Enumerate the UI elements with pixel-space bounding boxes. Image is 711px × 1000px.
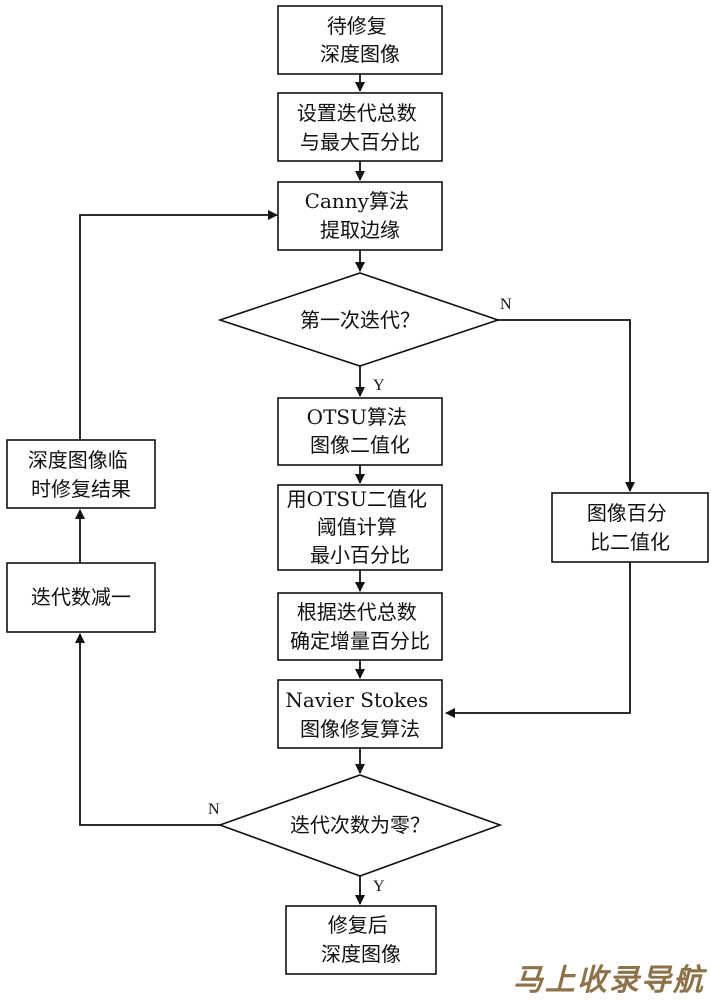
node-canny-text: Canny算法 提取边缘 bbox=[305, 189, 416, 242]
node-percent-binarize-text: 图像百分 比二值化 bbox=[587, 501, 673, 554]
node-decrement-text: 迭代数减一 bbox=[31, 585, 131, 609]
node-setup-line-1: 设置迭代总数 bbox=[297, 101, 417, 125]
node-end-line-1: 修复后 bbox=[328, 913, 388, 937]
node-start-box bbox=[277, 5, 443, 75]
edge-label-first-yes: Y bbox=[373, 377, 385, 394]
node-first-iter-text: 第一次迭代？ bbox=[300, 308, 420, 332]
node-percent-binarize-line-2: 比二值化 bbox=[590, 530, 670, 554]
node-first-iter-line-1: 第一次迭代？ bbox=[300, 308, 420, 332]
node-canny-box bbox=[277, 181, 443, 251]
node-canny: Canny算法 提取边缘 bbox=[277, 181, 443, 251]
edge-first-iter-no-to-percent bbox=[498, 319, 635, 492]
node-iter-zero-line-1: 迭代次数为零？ bbox=[290, 813, 430, 837]
node-canny-line-2: 提取边缘 bbox=[320, 218, 400, 242]
node-increment-line-2: 确定增量百分比 bbox=[290, 629, 430, 653]
node-otsu-box bbox=[277, 397, 443, 466]
edge-labels: N Y N Y bbox=[208, 296, 512, 895]
node-navier-box bbox=[277, 679, 443, 749]
node-otsu-threshold-line-1: 用OTSU二值化 bbox=[287, 487, 427, 511]
nodes: 待修复 深度图像 设置迭代总数 与最大百分比 Canny算法 提取边缘 第一次迭… bbox=[6, 5, 709, 975]
node-temp-result-text: 深度图像临 时修复结果 bbox=[28, 448, 134, 501]
node-otsu-text: OTSU算法 图像二值化 bbox=[307, 405, 414, 457]
node-decrement: 迭代数减一 bbox=[6, 562, 156, 633]
node-first-iter: 第一次迭代？ bbox=[217, 272, 501, 367]
node-otsu-threshold-line-3: 最小百分比 bbox=[310, 543, 410, 567]
node-end-box bbox=[285, 905, 437, 975]
node-increment-box bbox=[277, 592, 443, 661]
edge-percent-to-navier bbox=[445, 562, 631, 718]
node-iter-zero-text: 迭代次数为零？ bbox=[290, 813, 430, 837]
node-decrement-box bbox=[6, 562, 156, 633]
node-decrement-line-1: 迭代数减一 bbox=[31, 585, 131, 609]
edge-temp-result-to-canny bbox=[79, 210, 278, 440]
node-end-text: 修复后 深度图像 bbox=[321, 913, 401, 966]
node-setup-box bbox=[277, 92, 443, 162]
node-percent-binarize-box bbox=[551, 492, 709, 563]
node-otsu-line-1: OTSU算法 bbox=[307, 405, 407, 429]
node-otsu-threshold-text: 用OTSU二值化 阈值计算 最小百分比 bbox=[287, 487, 434, 567]
node-start-line-1: 待修复 bbox=[327, 14, 387, 38]
node-otsu-threshold-box bbox=[277, 484, 443, 571]
watermark-logo: 马上收录导航 bbox=[513, 963, 708, 998]
edge-iter-zero-no-to-decrement bbox=[75, 633, 220, 826]
node-navier: Navier Stokes 图像修复算法 bbox=[277, 679, 443, 749]
node-otsu: OTSU算法 图像二值化 bbox=[277, 397, 443, 466]
node-navier-line-2: 图像修复算法 bbox=[300, 717, 420, 741]
edge-label-first-no: N bbox=[500, 296, 512, 313]
node-start-text: 待修复 深度图像 bbox=[320, 14, 400, 66]
node-otsu-threshold-line-2: 阈值计算 bbox=[317, 515, 397, 539]
node-navier-text: Navier Stokes 图像修复算法 bbox=[285, 688, 434, 741]
node-increment: 根据迭代总数 确定增量百分比 bbox=[277, 592, 443, 661]
node-navier-line-1: Navier Stokes bbox=[285, 688, 428, 712]
node-percent-binarize-line-1: 图像百分 bbox=[587, 501, 667, 525]
node-iter-zero-diamond bbox=[217, 774, 503, 877]
node-end: 修复后 深度图像 bbox=[285, 905, 437, 975]
node-iter-zero: 迭代次数为零？ bbox=[217, 774, 503, 877]
node-percent-binarize: 图像百分 比二值化 bbox=[551, 492, 709, 563]
node-first-iter-diamond bbox=[217, 272, 501, 367]
node-end-line-2: 深度图像 bbox=[321, 942, 401, 966]
node-temp-result-line-2: 时修复结果 bbox=[31, 477, 131, 501]
node-increment-line-1: 根据迭代总数 bbox=[297, 600, 417, 624]
node-increment-text: 根据迭代总数 确定增量百分比 bbox=[290, 600, 430, 653]
edges bbox=[75, 74, 635, 905]
node-otsu-threshold: 用OTSU二值化 阈值计算 最小百分比 bbox=[277, 484, 443, 571]
node-temp-result-line-1: 深度图像临 bbox=[28, 448, 128, 472]
node-setup-line-2: 与最大百分比 bbox=[300, 130, 420, 154]
node-otsu-line-2: 图像二值化 bbox=[310, 433, 410, 457]
node-canny-line-1: Canny算法 bbox=[305, 189, 409, 213]
node-temp-result: 深度图像临 时修复结果 bbox=[6, 439, 156, 509]
node-setup-text: 设置迭代总数 与最大百分比 bbox=[297, 101, 423, 154]
node-setup: 设置迭代总数 与最大百分比 bbox=[277, 92, 443, 162]
node-start-line-2: 深度图像 bbox=[320, 42, 400, 66]
edge-label-zero-no: N bbox=[208, 801, 220, 818]
node-temp-result-box bbox=[6, 439, 156, 509]
node-start: 待修复 深度图像 bbox=[277, 5, 443, 75]
edge-label-zero-yes: Y bbox=[373, 878, 385, 895]
